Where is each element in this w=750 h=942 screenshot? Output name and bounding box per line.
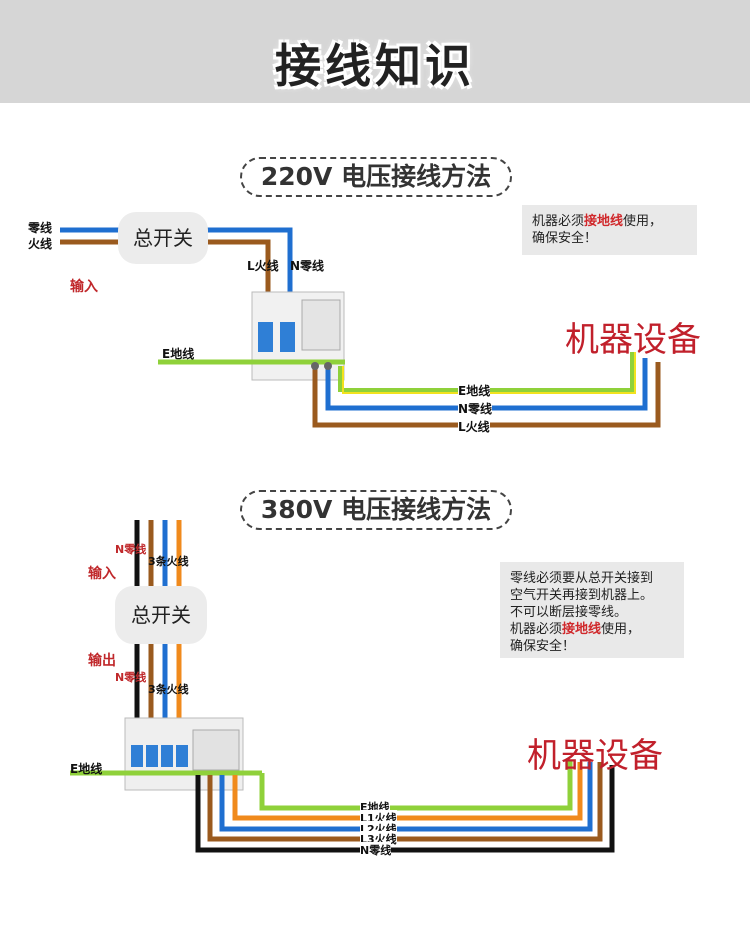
note-380-line1: 零线必须要从总开关接到 bbox=[510, 571, 654, 586]
note-220-pre: 机器必须 bbox=[532, 214, 585, 229]
label-n-neutral: N零线 bbox=[290, 259, 325, 273]
note-380: 零线必须要从总开关接到 空气开关再接到机器上。 不可以断层接零线。 机器必须接地… bbox=[500, 562, 684, 658]
label-input-220: 输入 bbox=[70, 279, 98, 295]
section-220-title: 220V 电压接线方法 bbox=[240, 157, 512, 197]
label-output-380: 输出 bbox=[88, 653, 116, 669]
label-out-n-220: N零线 bbox=[458, 400, 493, 417]
note-380-post: 使用， bbox=[601, 622, 641, 637]
machine-label-220: 机器设备 bbox=[565, 320, 701, 360]
machine-label-380: 机器设备 bbox=[527, 736, 663, 776]
label-l-live: L火线 bbox=[247, 259, 279, 273]
label-neutral-in: 零线 bbox=[28, 221, 53, 235]
note-380-red: 接地线 bbox=[562, 622, 602, 637]
main-switch-380: 总开关 bbox=[115, 586, 207, 644]
note-380-line5: 确保安全！ bbox=[510, 639, 576, 654]
l2-output-wire bbox=[219, 762, 593, 832]
ground-output-380 bbox=[259, 760, 573, 811]
note-220-line2: 确保安全！ bbox=[532, 231, 598, 246]
label-n-top: N零线 bbox=[115, 543, 147, 556]
label-e-ground-220: E地线 bbox=[162, 347, 195, 361]
note-380-pre: 机器必须 bbox=[510, 622, 563, 637]
label-out-l-220: L火线 bbox=[458, 418, 490, 435]
breaker-toggle-2 bbox=[280, 322, 295, 352]
note-220-red: 接地线 bbox=[584, 214, 624, 229]
label-n-bottom: N零线 bbox=[115, 671, 147, 684]
l3-output-wire bbox=[207, 762, 603, 842]
note-220-post: 使用， bbox=[623, 214, 663, 229]
note-380-line2: 空气开关再接到机器上。 bbox=[510, 588, 654, 603]
neutral-to-breaker bbox=[205, 227, 293, 300]
label-input-380: 输入 bbox=[88, 566, 116, 582]
n-output-wire bbox=[195, 765, 615, 853]
breaker-rcd-module bbox=[301, 299, 341, 351]
label-e-ground-380: E地线 bbox=[70, 762, 103, 776]
header-banner bbox=[0, 0, 750, 103]
live-to-breaker bbox=[205, 239, 271, 300]
label-out-n-380: N零线 bbox=[360, 842, 392, 858]
label-out-e-220: E地线 bbox=[458, 382, 491, 399]
label-live-in: 火线 bbox=[28, 237, 53, 251]
l1-output-wire bbox=[232, 762, 583, 821]
breaker-toggle-1 bbox=[258, 322, 273, 352]
note-220: 机器必须接地线使用， 确保安全！ bbox=[522, 205, 697, 255]
label-3live-top: 3条火线 bbox=[148, 555, 189, 568]
section-380-title: 380V 电压接线方法 bbox=[240, 490, 512, 530]
page-title: 接线知识 bbox=[275, 39, 475, 93]
note-380-line3: 不可以断层接零线。 bbox=[510, 605, 628, 620]
label-3live-bottom: 3条火线 bbox=[148, 683, 189, 696]
main-switch-220: 总开关 bbox=[118, 212, 208, 264]
